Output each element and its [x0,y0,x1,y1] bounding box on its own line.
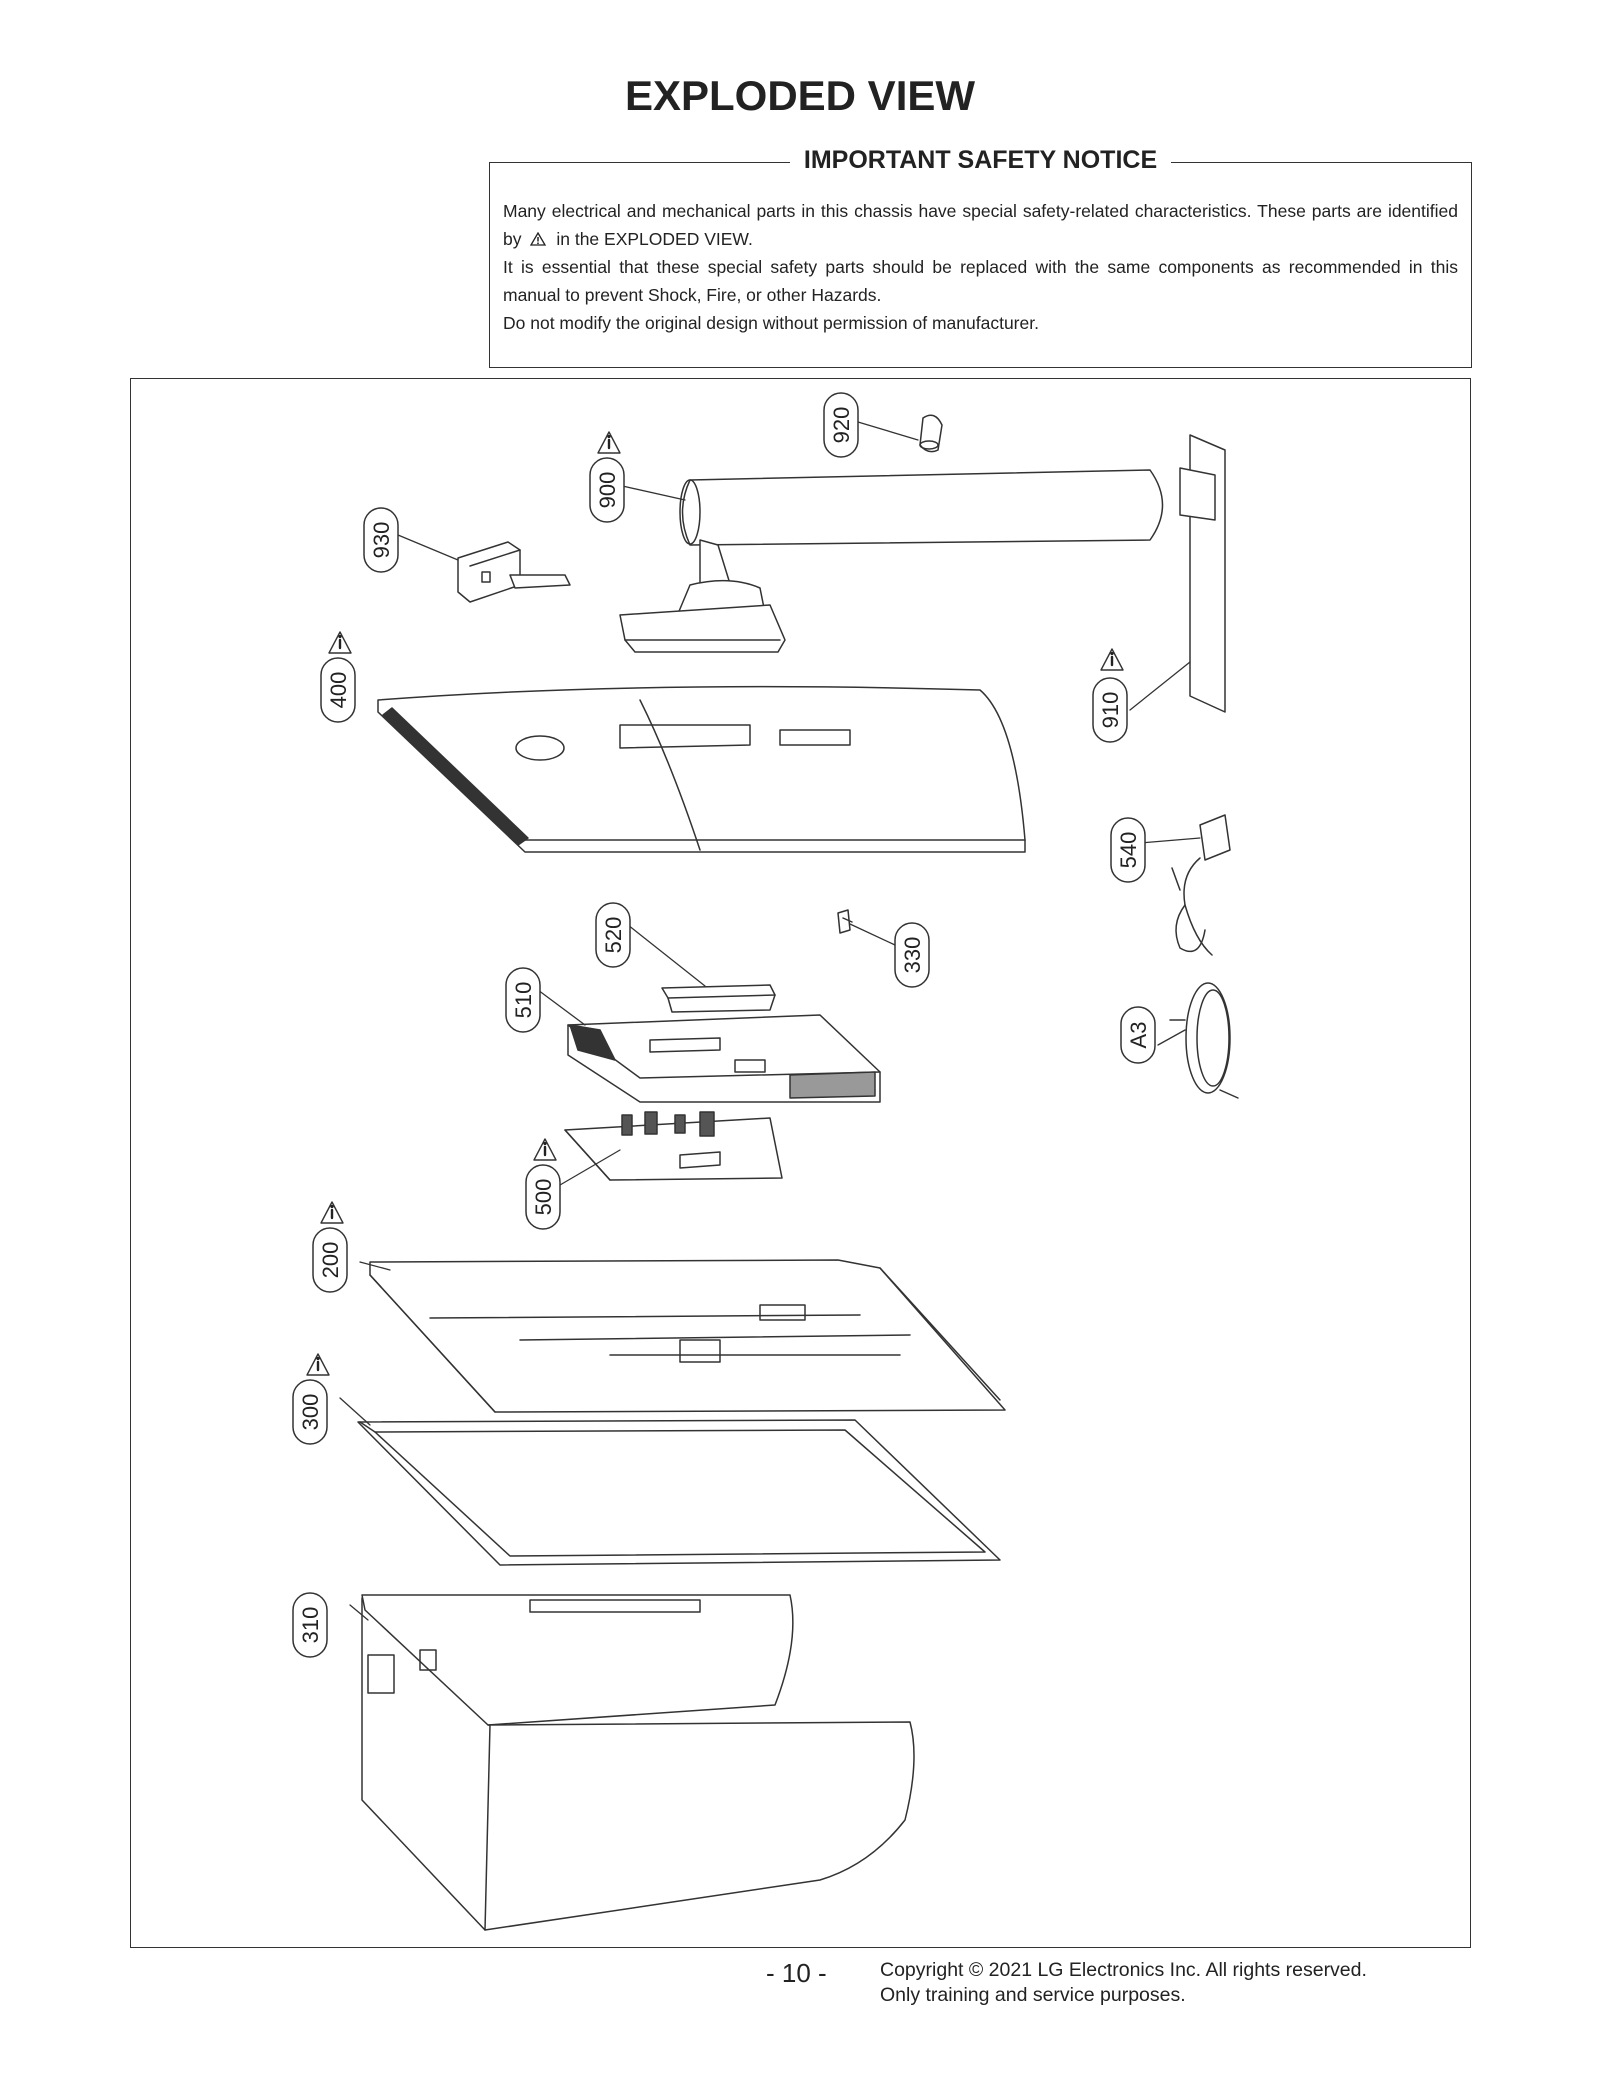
notice-paragraph-3: Do not modify the original design withou… [503,313,1039,333]
part-label-a3-text: A3 [1126,1022,1151,1049]
warning-triangle-icon [1100,648,1124,671]
part-label-200-text: 200 [318,1242,343,1279]
part-label-930-text: 930 [369,522,394,559]
part-labels: 920 900 930 400 910 540 520 [292,392,1156,1658]
main-board-drawing [567,1014,881,1103]
safety-notice-box: IMPORTANT SAFETY NOTICE Many electrical … [489,146,1472,368]
notice-paragraph-2: It is essential that these special safet… [503,257,1458,305]
notice-line1-text: Many electrical and mechanical parts in … [503,201,1458,249]
safety-markers [306,431,1124,1376]
notice-paragraph-1: Many electrical and mechanical parts in … [503,197,1458,253]
part-label-330: 330 [894,922,930,988]
warning-triangle-icon [320,1201,344,1224]
part-label-520-text: 520 [601,917,626,954]
power-board-drawing [564,1111,783,1181]
warning-triangle-icon [328,631,352,654]
bracket-drawing [457,541,571,603]
page-number: - 10 - [766,1958,827,1988]
warning-triangle-icon [530,232,547,246]
part-label-310-text: 310 [298,1607,323,1644]
cap-drawing [919,414,943,453]
part-label-400: 400 [320,657,356,723]
part-label-a3: A3 [1120,1006,1156,1064]
part-label-910: 910 [1092,677,1128,743]
cover-drawing [661,984,776,1013]
part-label-920-text: 920 [829,407,854,444]
part-label-900: 900 [589,457,625,523]
part-label-200: 200 [312,1227,348,1293]
middle-frame-drawing [369,1259,1006,1413]
back-cover-drawing [377,685,1026,853]
safety-notice-heading: IMPORTANT SAFETY NOTICE [490,146,1471,175]
part-label-310: 310 [292,1592,328,1658]
part-label-500: 500 [525,1164,561,1230]
part-label-920: 920 [823,392,859,458]
warning-triangle-icon [533,1138,557,1161]
front-cover-drawing [361,1594,915,1931]
page-title: EXPLODED VIEW [624,72,976,119]
part-label-910-text: 910 [1098,692,1123,729]
part-label-930: 930 [363,507,399,573]
part-label-540: 540 [1110,817,1146,883]
exploded-view-frame [130,378,1471,1948]
part-label-900-text: 900 [595,472,620,509]
connector-drawing [837,909,853,934]
adapter-drawing [1171,814,1231,956]
leader-lines [339,421,1201,1621]
power-cord-drawing [1169,982,1239,1099]
part-label-330-text: 330 [900,937,925,974]
safety-notice-heading-text: IMPORTANT SAFETY NOTICE [789,146,1172,174]
part-label-500-text: 500 [531,1179,556,1216]
part-label-510: 510 [505,967,541,1033]
safety-notice-body: Many electrical and mechanical parts in … [503,197,1458,337]
part-label-300-text: 300 [298,1394,323,1431]
warning-triangle-icon [306,1353,330,1376]
notice-line1-suffix: in the EXPLODED VIEW. [556,229,753,249]
stand-arm-drawing [619,469,1164,653]
panel-frame-drawing [357,1419,1001,1566]
copyright-line-1: Copyright © 2021 LG Electronics Inc. All… [880,1959,1367,1981]
stand-base-drawing [1179,434,1226,713]
warning-triangle-icon [597,431,621,454]
part-label-300: 300 [292,1379,328,1445]
part-label-510-text: 510 [511,982,536,1019]
copyright-line-2: Only training and service purposes. [880,1984,1186,2006]
part-label-540-text: 540 [1116,832,1141,869]
part-label-400-text: 400 [326,672,351,709]
part-label-520: 520 [595,902,631,968]
copyright-notice: Copyright © 2021 LG Electronics Inc. All… [880,1958,1367,2008]
